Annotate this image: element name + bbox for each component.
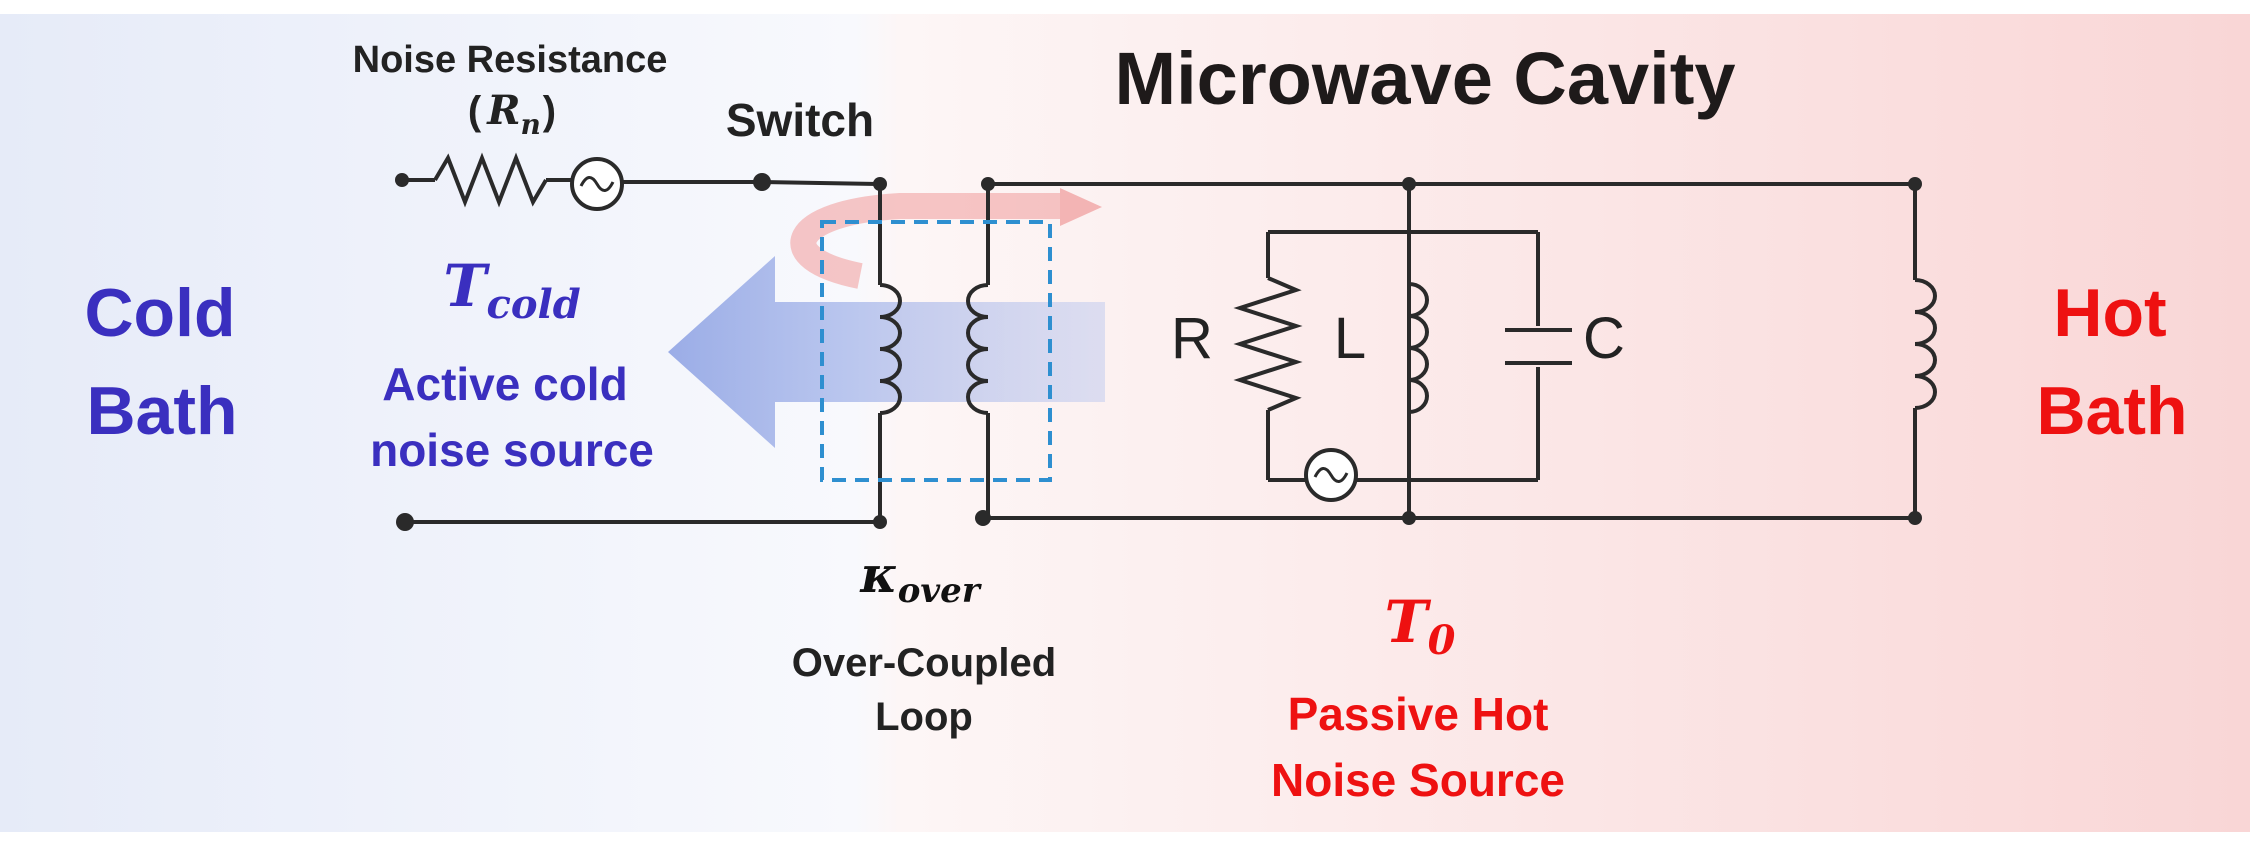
resistor-label: R bbox=[1171, 306, 1213, 371]
active-source-label: Active cold bbox=[382, 358, 627, 410]
active-source-label: noise source bbox=[370, 424, 654, 476]
cold-bath-label: Bath bbox=[86, 373, 237, 449]
node-dot bbox=[873, 177, 887, 191]
node-dot bbox=[873, 515, 887, 529]
node-dot bbox=[1908, 511, 1922, 525]
hot-bath-label: Bath bbox=[2036, 373, 2187, 449]
node-dot bbox=[753, 173, 771, 191]
node-dot bbox=[396, 513, 414, 531]
coupling-loop-box bbox=[820, 220, 1052, 482]
resistor-symbol bbox=[1233, 276, 1303, 412]
title: Microwave Cavity bbox=[1114, 37, 1735, 120]
inductor-coil bbox=[879, 283, 902, 415]
left-circuit bbox=[402, 152, 902, 524]
t-cold-symbol: Tcold bbox=[443, 252, 580, 328]
hot-bath-label: Hot bbox=[2053, 275, 2166, 351]
over-coupled-label: Over-Coupled bbox=[792, 641, 1056, 685]
passive-source-label: Noise Source bbox=[1271, 754, 1565, 806]
node-dot bbox=[1402, 177, 1416, 191]
cold-bath-label: Cold bbox=[84, 275, 235, 351]
right-circuit bbox=[966, 182, 1937, 520]
inductor-coil bbox=[966, 283, 989, 415]
over-coupled-label: Loop bbox=[875, 695, 973, 739]
node-dot bbox=[395, 173, 409, 187]
inductor-coil bbox=[1914, 278, 1937, 410]
node-dot bbox=[975, 510, 991, 526]
capacitor-label: C bbox=[1583, 306, 1625, 371]
inductor-coil bbox=[1408, 282, 1429, 414]
node-dot bbox=[981, 177, 995, 191]
noise-resistance-label: Noise Resistance bbox=[353, 39, 668, 81]
inductor-label: L bbox=[1334, 306, 1366, 371]
cold-flow-arrow bbox=[668, 256, 1105, 448]
node-dot bbox=[1402, 511, 1416, 525]
t0-symbol: T0 bbox=[1384, 588, 1455, 664]
background bbox=[0, 14, 2250, 832]
hot-flow-arrow bbox=[790, 188, 1102, 289]
resistor-symbol bbox=[433, 152, 548, 208]
kappa-over-symbol: κover bbox=[859, 545, 982, 611]
noise-resistance-symbol: (Rn) bbox=[468, 87, 556, 141]
passive-source-label: Passive Hot bbox=[1288, 688, 1549, 740]
switch-label: Switch bbox=[726, 94, 874, 146]
node-dot bbox=[1908, 177, 1922, 191]
